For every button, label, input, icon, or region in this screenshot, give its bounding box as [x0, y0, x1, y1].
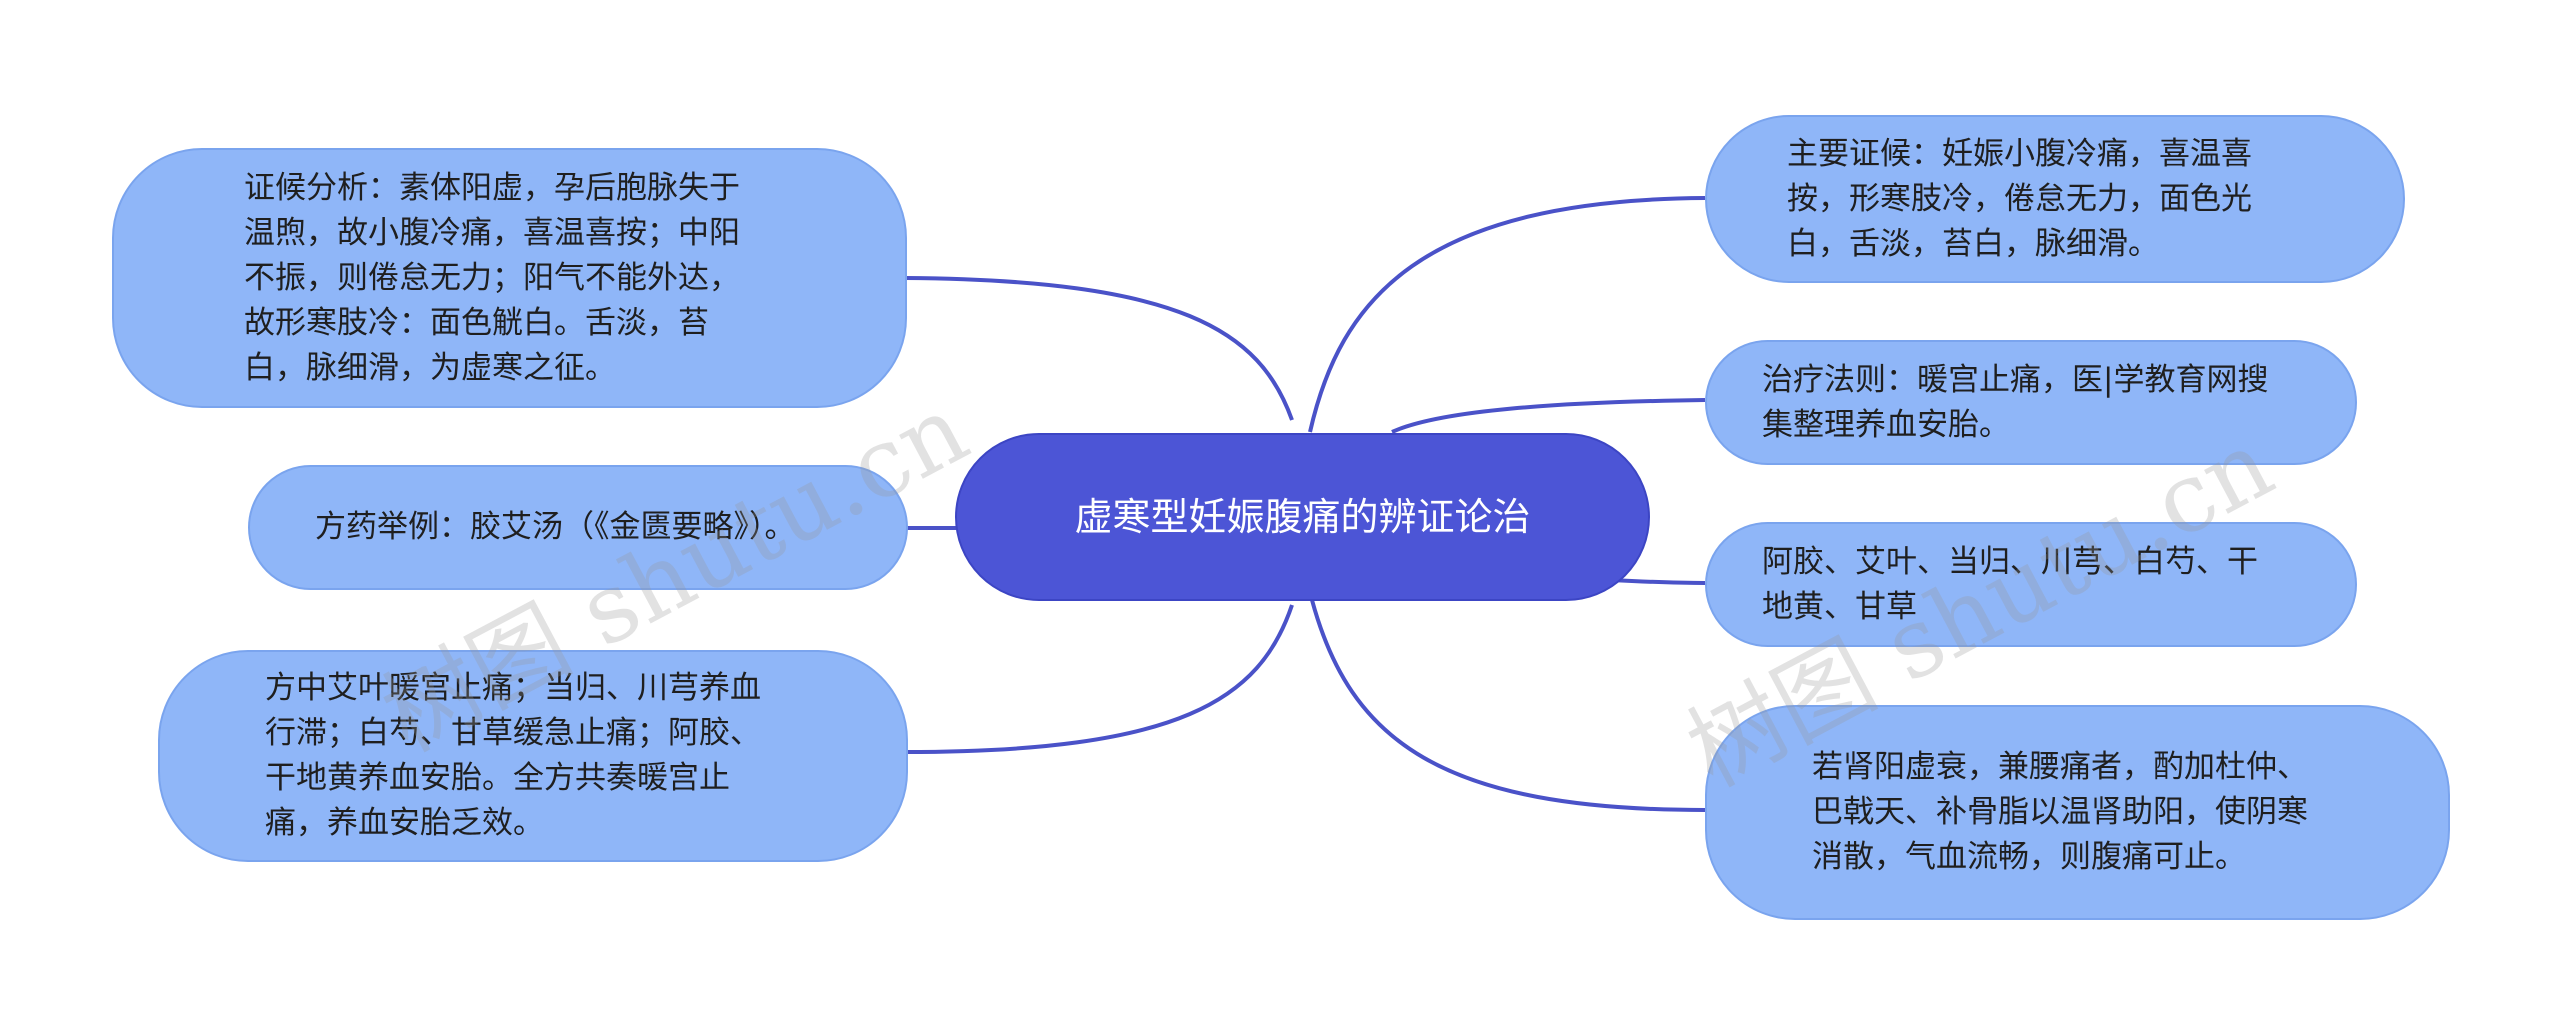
- node-prescription-text: 方药举例：胶艾汤（《金匮要略》）。: [315, 509, 796, 545]
- connector-to-syndrome-analysis: [904, 276, 1294, 421]
- node-formula-explanation-text: 方中艾叶暖宫止痛；当归、川芎养血行滞；白芍、甘草缓急止痛；阿胶、干地黄养血安胎。…: [265, 670, 761, 841]
- node-main-symptoms-text: 主要证候：妊娠小腹冷痛，喜温喜按，形寒肢冷，倦怠无力，面色光白，舌淡，苔白，脉细…: [1787, 135, 2252, 262]
- connector-to-formula-explanation: [904, 604, 1294, 754]
- node-treatment-principle-text: 治疗法则：暖宫止痛，医|学教育网搜集整理养血安胎。: [1762, 361, 2269, 443]
- connector-to-main-symptoms: [1308, 196, 1706, 433]
- node-main-symptoms[interactable]: 主要证候：妊娠小腹冷痛，喜温喜按，形寒肢冷，倦怠无力，面色光白，舌淡，苔白，脉细…: [1705, 115, 2405, 283]
- node-modification-text: 若肾阳虚衰，兼腰痛者，酌加杜仲、巴戟天、补骨脂以温肾助阳，使阴寒消散，气血流畅，…: [1812, 749, 2308, 875]
- node-modification[interactable]: 若肾阳虚衰，兼腰痛者，酌加杜仲、巴戟天、补骨脂以温肾助阳，使阴寒消散，气血流畅，…: [1705, 705, 2450, 920]
- node-prescription[interactable]: 方药举例：胶艾汤（《金匮要略》）。: [248, 465, 908, 590]
- node-formula-explanation[interactable]: 方中艾叶暖宫止痛；当归、川芎养血行滞；白芍、甘草缓急止痛；阿胶、干地黄养血安胎。…: [158, 650, 908, 862]
- node-syndrome-analysis[interactable]: 证候分析：素体阳虚，孕后胞脉失于温煦，故小腹冷痛，喜温喜按；中阳不振，则倦怠无力…: [112, 148, 907, 408]
- central-topic-label: 虚寒型妊娠腹痛的辨证论治: [1074, 495, 1531, 539]
- connector-to-treatment-principle: [1391, 398, 1706, 434]
- node-treatment-principle[interactable]: 治疗法则：暖宫止痛，医|学教育网搜集整理养血安胎。: [1705, 340, 2357, 465]
- central-topic[interactable]: 虚寒型妊娠腹痛的辨证论治: [955, 433, 1650, 601]
- connector-to-herbs: [1609, 578, 1706, 585]
- node-herbs[interactable]: 阿胶、艾叶、当归、川芎、白芍、干地黄、甘草: [1705, 522, 2357, 647]
- connector-to-modification: [1310, 599, 1706, 812]
- node-syndrome-analysis-text: 证候分析：素体阳虚，孕后胞脉失于温煦，故小腹冷痛，喜温喜按；中阳不振，则倦怠无力…: [244, 169, 740, 386]
- node-herbs-text: 阿胶、艾叶、当归、川芎、白芍、干地黄、甘草: [1762, 543, 2258, 625]
